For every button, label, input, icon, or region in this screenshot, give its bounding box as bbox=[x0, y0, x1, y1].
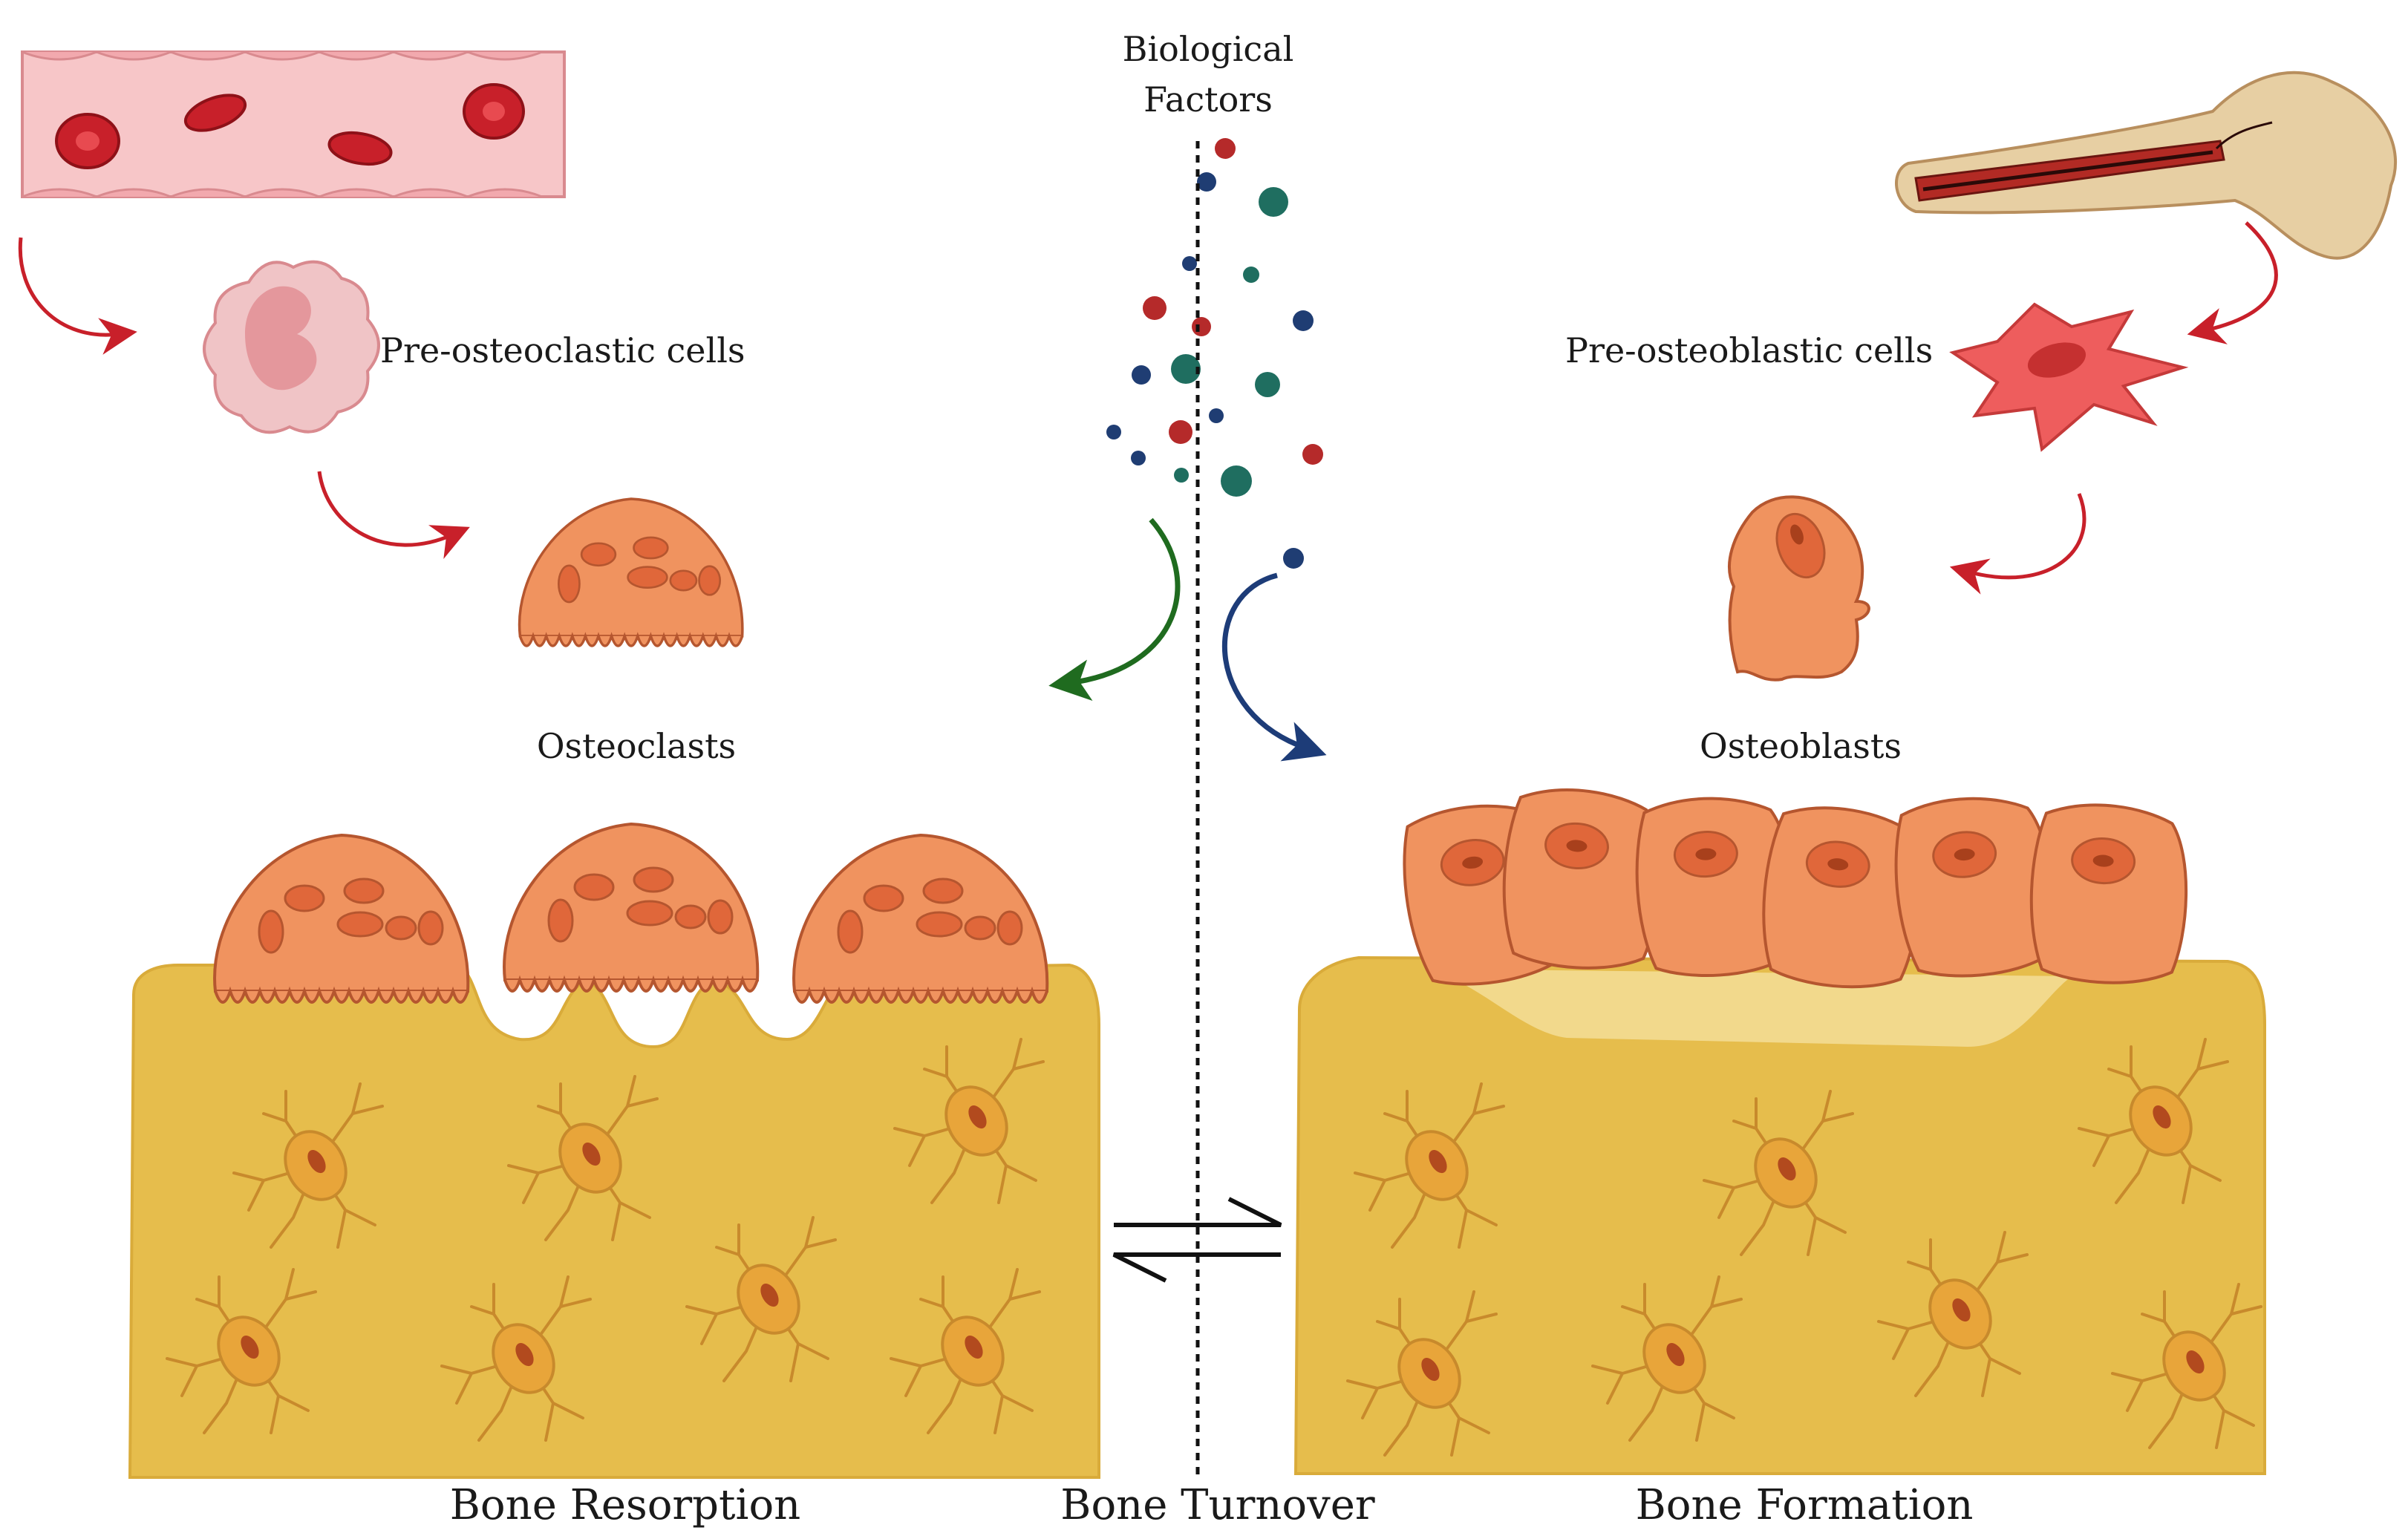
pre-osteoblastic-label: Pre-osteoblastic cells bbox=[1565, 330, 1934, 370]
bone-block-formation bbox=[1293, 955, 2266, 1475]
femur-bone bbox=[1895, 71, 2398, 260]
arrow-factors-to-osteoclasts bbox=[1048, 517, 1181, 702]
osteoblast-single bbox=[1728, 495, 1870, 682]
blood-vessel bbox=[21, 50, 566, 198]
bone-formation-label: Bone Formation bbox=[1635, 1481, 1974, 1529]
pre-osteoblastic-cell bbox=[1949, 302, 2189, 452]
pre-osteoclastic-label: Pre-osteoclastic cells bbox=[380, 330, 745, 370]
biological-factor-dots bbox=[1106, 138, 1323, 569]
bone-resorption-label: Bone Resorption bbox=[449, 1481, 801, 1529]
osteoblasts-forming bbox=[1394, 784, 2190, 996]
arrow-preosteoclast-to-osteoclast bbox=[317, 471, 470, 559]
osteoclast-single bbox=[518, 497, 744, 647]
pre-osteoclastic-cell bbox=[203, 260, 380, 434]
biological-factors-label: Biological Factors bbox=[1123, 24, 1294, 125]
bone-block-resorption bbox=[128, 963, 1100, 1479]
arrow-bone-to-preosteoblast bbox=[2187, 221, 2278, 344]
arrow-vessel-to-preosteoclast bbox=[18, 237, 137, 355]
osteoblasts-label: Osteoblasts bbox=[1699, 726, 1902, 766]
osteoclasts-resorbing bbox=[213, 823, 1049, 1004]
equilibrium-arrows bbox=[1112, 1197, 1282, 1283]
biological-factors-line1: Biological bbox=[1122, 29, 1294, 69]
arrow-preosteoblast-to-osteoblast bbox=[1949, 493, 2086, 595]
osteoclasts-label: Osteoclasts bbox=[536, 726, 737, 766]
arrow-factors-to-osteoblasts bbox=[1221, 572, 1327, 762]
biological-factors-line2: Factors bbox=[1143, 79, 1273, 120]
bone-turnover-label: Bone Turnover bbox=[1060, 1481, 1375, 1529]
